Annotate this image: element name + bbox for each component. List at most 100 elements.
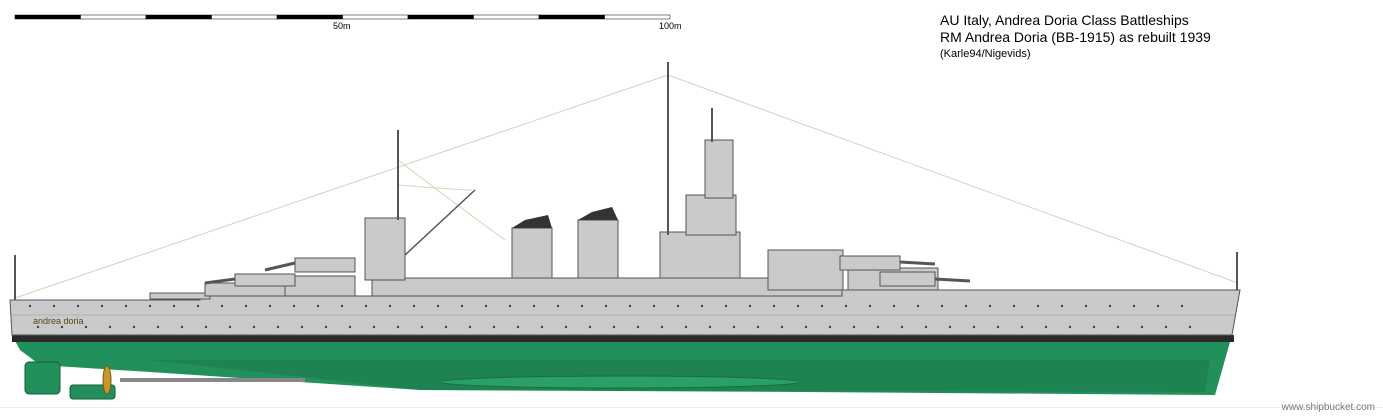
title-line-1: AU Italy, Andrea Doria Class Battleships xyxy=(940,12,1189,28)
main-guns xyxy=(204,260,971,285)
porthole xyxy=(1020,325,1024,329)
porthole xyxy=(220,304,224,308)
credit: (Karle94/Nigevids) xyxy=(940,48,1031,60)
porthole xyxy=(628,304,632,308)
porthole xyxy=(1068,325,1072,329)
shaft xyxy=(120,378,305,382)
porthole xyxy=(36,325,40,329)
porthole xyxy=(348,325,352,329)
porthole xyxy=(1116,325,1120,329)
porthole xyxy=(708,325,712,329)
porthole xyxy=(1140,325,1144,329)
porthole xyxy=(988,304,992,308)
porthole xyxy=(1092,325,1096,329)
porthole xyxy=(412,304,416,308)
porthole xyxy=(492,325,496,329)
scale-label-100m: 100m xyxy=(659,21,682,31)
porthole xyxy=(1060,304,1064,308)
scale-label-50m: 50m xyxy=(333,21,351,31)
porthole xyxy=(396,325,400,329)
propeller-icon xyxy=(102,365,112,395)
porthole xyxy=(948,325,952,329)
porthole xyxy=(588,325,592,329)
porthole xyxy=(364,304,368,308)
funnel-cap-aft xyxy=(578,207,618,220)
porthole xyxy=(1164,325,1168,329)
porthole xyxy=(484,304,488,308)
porthole xyxy=(76,304,80,308)
porthole xyxy=(1156,304,1160,308)
porthole xyxy=(580,304,584,308)
porthole xyxy=(820,304,824,308)
funnel-cap-fore xyxy=(512,215,552,228)
porthole xyxy=(900,325,904,329)
masts xyxy=(14,62,1238,300)
porthole xyxy=(340,304,344,308)
porthole xyxy=(1036,304,1040,308)
porthole xyxy=(1132,304,1136,308)
porthole xyxy=(828,325,832,329)
porthole xyxy=(772,304,776,308)
bilge-keel xyxy=(439,375,801,389)
porthole xyxy=(292,304,296,308)
porthole xyxy=(436,304,440,308)
porthole xyxy=(244,304,248,308)
porthole xyxy=(420,325,424,329)
porthole xyxy=(724,304,728,308)
watermark: www.shipbucket.com xyxy=(1281,402,1375,413)
porthole xyxy=(940,304,944,308)
porthole xyxy=(60,325,64,329)
porthole xyxy=(148,304,152,308)
porthole xyxy=(612,325,616,329)
porthole xyxy=(1188,325,1192,329)
porthole xyxy=(780,325,784,329)
porthole xyxy=(972,325,976,329)
porthole xyxy=(468,325,472,329)
scale-bar xyxy=(14,14,671,20)
porthole xyxy=(540,325,544,329)
porthole xyxy=(796,304,800,308)
porthole xyxy=(1044,325,1048,329)
porthole xyxy=(252,325,256,329)
porthole xyxy=(868,304,872,308)
title-line-2: RM Andrea Doria (BB-1915) as rebuilt 193… xyxy=(940,29,1211,45)
portholes xyxy=(28,304,1192,329)
porthole xyxy=(108,325,112,329)
porthole xyxy=(1084,304,1088,308)
porthole xyxy=(964,304,968,308)
porthole xyxy=(924,325,928,329)
rigging xyxy=(14,74,1239,299)
porthole xyxy=(372,325,376,329)
porthole xyxy=(916,304,920,308)
porthole xyxy=(556,304,560,308)
porthole xyxy=(844,304,848,308)
porthole xyxy=(156,325,160,329)
porthole xyxy=(852,325,856,329)
porthole xyxy=(684,325,688,329)
scale-segment xyxy=(604,14,671,20)
porthole xyxy=(1180,304,1184,308)
porthole xyxy=(660,325,664,329)
hull-name: andrea doria xyxy=(33,316,84,326)
porthole xyxy=(1012,304,1016,308)
porthole xyxy=(324,325,328,329)
porthole xyxy=(532,304,536,308)
porthole xyxy=(676,304,680,308)
porthole xyxy=(636,325,640,329)
porthole xyxy=(228,325,232,329)
superstructure xyxy=(149,139,939,300)
porthole xyxy=(172,304,176,308)
porthole xyxy=(996,325,1000,329)
porthole xyxy=(316,304,320,308)
porthole xyxy=(124,304,128,308)
rudder xyxy=(24,361,61,395)
porthole xyxy=(276,325,280,329)
porthole xyxy=(876,325,880,329)
porthole xyxy=(748,304,752,308)
porthole xyxy=(388,304,392,308)
porthole xyxy=(804,325,808,329)
porthole xyxy=(892,304,896,308)
porthole xyxy=(700,304,704,308)
